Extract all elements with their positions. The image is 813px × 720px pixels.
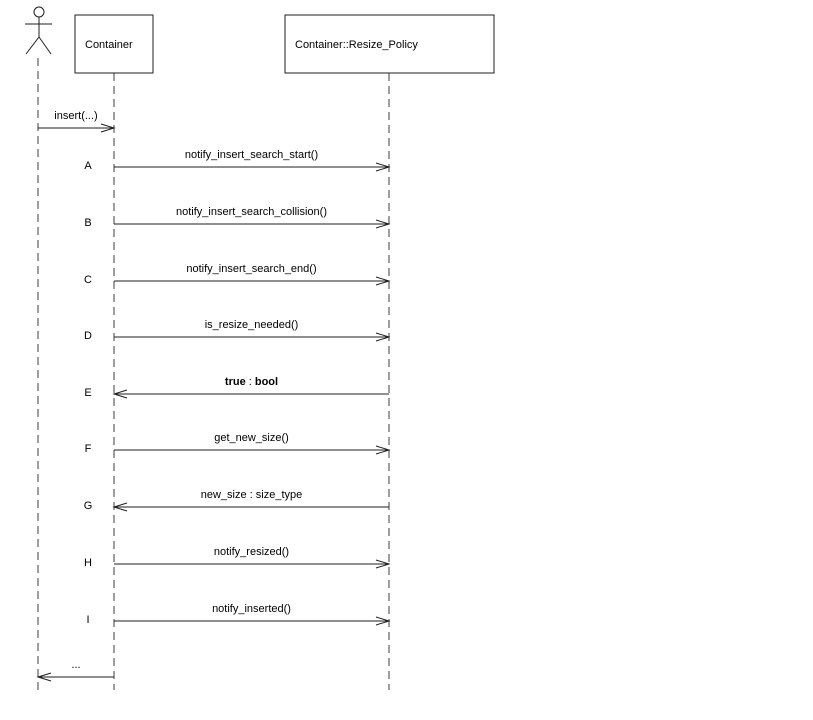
arrowhead-icon xyxy=(375,616,391,626)
message-H: notify_resized() H xyxy=(84,546,391,569)
sequence-letter-G: G xyxy=(84,500,93,512)
sequence-letter-C: C xyxy=(84,274,92,286)
message-I: notify_inserted() I xyxy=(86,603,391,626)
message-label: notify_resized() xyxy=(214,546,289,558)
message-label: notify_insert_search_start() xyxy=(185,149,318,161)
arrowhead-icon xyxy=(375,332,391,342)
message-label: notify_insert_search_end() xyxy=(186,263,316,275)
arrowhead-icon xyxy=(375,445,391,455)
arrowhead-icon xyxy=(375,559,391,569)
message-D: is_resize_needed() D xyxy=(84,319,391,342)
message-C: notify_insert_search_end() C xyxy=(84,263,391,286)
sequence-letter-F: F xyxy=(85,443,92,455)
message-label: is_resize_needed() xyxy=(205,319,299,331)
arrowhead-icon xyxy=(375,162,391,172)
message-label: ... xyxy=(71,659,80,671)
arrowhead-icon xyxy=(112,389,128,399)
sequence-letter-E: E xyxy=(84,387,91,399)
message-0: insert(...) xyxy=(38,110,116,133)
arrowhead-icon xyxy=(375,219,391,229)
sequence-letter-I: I xyxy=(86,614,89,626)
sequence-letter-B: B xyxy=(84,217,91,229)
sequence-letter-A: A xyxy=(84,160,92,172)
sequence-letter-D: D xyxy=(84,330,92,342)
participant-label-container: Container xyxy=(85,39,133,51)
participant-box-container xyxy=(74,14,154,74)
message-label: insert(...) xyxy=(54,110,97,122)
message-label: notify_inserted() xyxy=(212,603,291,615)
message-label: true : bool xyxy=(225,376,278,388)
message-label: get_new_size() xyxy=(214,432,289,444)
message-B: notify_insert_search_collision() B xyxy=(84,206,391,229)
message-10: ... xyxy=(36,659,114,682)
message-label: new_size : size_type xyxy=(201,489,303,501)
participant-box-policy xyxy=(284,14,495,74)
sequence-letter-H: H xyxy=(84,557,92,569)
arrowhead-icon xyxy=(100,123,116,133)
message-A: notify_insert_search_start() A xyxy=(84,149,391,172)
arrowhead-icon xyxy=(375,276,391,286)
message-F: get_new_size() F xyxy=(85,432,391,455)
message-label: notify_insert_search_collision() xyxy=(176,206,327,218)
participant-label-policy: Container::Resize_Policy xyxy=(295,39,418,51)
arrowhead-icon xyxy=(36,672,52,682)
actor-icon xyxy=(25,6,52,55)
arrowhead-icon xyxy=(112,502,128,512)
